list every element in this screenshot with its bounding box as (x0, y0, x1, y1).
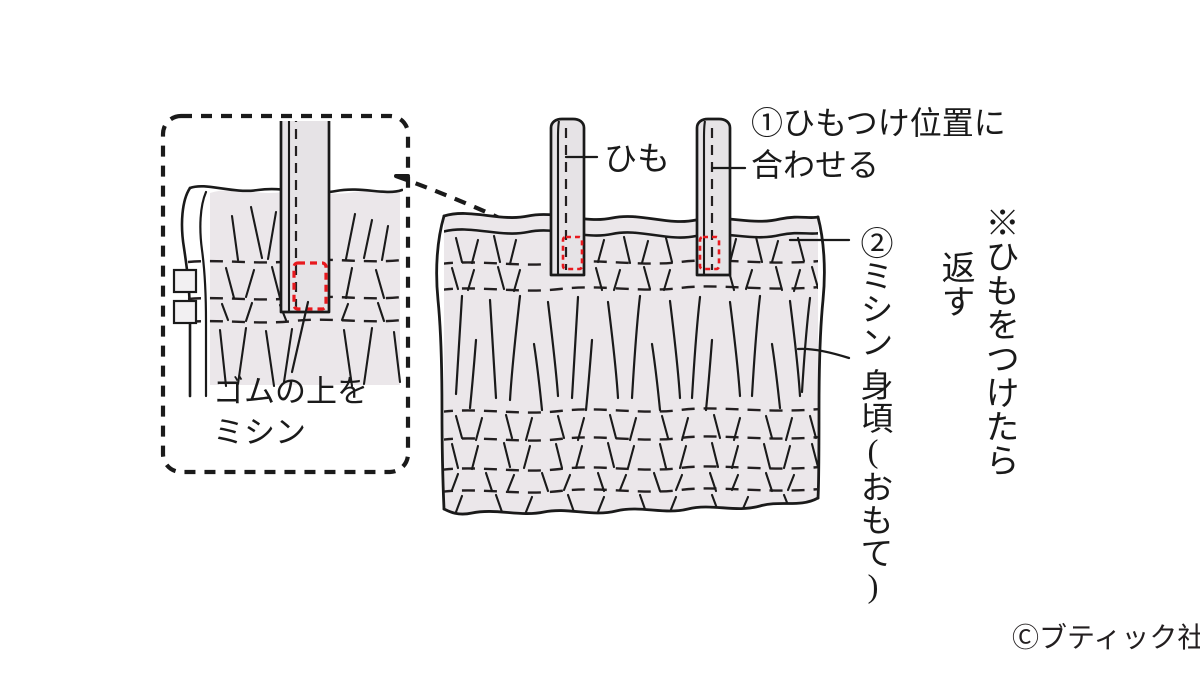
garment-bottom-hem (442, 496, 820, 516)
left-strap (549, 117, 586, 277)
garment-right-edge (816, 215, 826, 500)
label-step1: ①ひもつけ位置に 合わせる (751, 105, 1006, 183)
label-note-turn-inside-out: 返す (936, 250, 974, 318)
garment-drape-lines (454, 294, 812, 412)
copyright-notice: Ⓒブティック社 (1012, 622, 1200, 655)
garment-left-edge (435, 214, 446, 511)
garment-wrinkles-bottom (450, 413, 818, 514)
label-step2: ②ミシン (854, 226, 891, 358)
copyright-publisher: ブティック社 (1039, 623, 1200, 654)
callout-box-contents (172, 121, 403, 398)
label-bodice: 身頃(おもて) (854, 368, 891, 605)
inset-note-leader (290, 300, 310, 374)
garment-body-fill (444, 213, 818, 515)
garment-upper-fold (444, 228, 818, 239)
leader-bodice (796, 347, 851, 360)
detail-callout-box (160, 113, 411, 475)
label-strap: ひも (604, 142, 670, 178)
label-inset-note: ゴムの上を ミシン (213, 374, 368, 450)
callout-box-border (160, 113, 411, 475)
label-leader-lines (564, 155, 851, 360)
left-strap-stitch-marker (561, 235, 584, 271)
inset-elastic-tabs (172, 268, 198, 325)
inset-shirring-rows (187, 258, 403, 324)
copyright-icon: Ⓒ (1012, 623, 1039, 654)
inset-wrinkle-lines (218, 205, 402, 388)
garment-front-view (435, 117, 826, 516)
elastic-tab-upper (172, 268, 198, 294)
inset-stitch-marker (292, 261, 328, 311)
right-strap-stitch-marker (698, 235, 721, 271)
garment-top-edge (442, 212, 820, 223)
right-strap (695, 117, 732, 277)
inset-strap (279, 121, 331, 314)
elastic-tab-lower (172, 299, 198, 325)
label-note-attach-straps: ※ひもをつけたら (980, 205, 1018, 477)
